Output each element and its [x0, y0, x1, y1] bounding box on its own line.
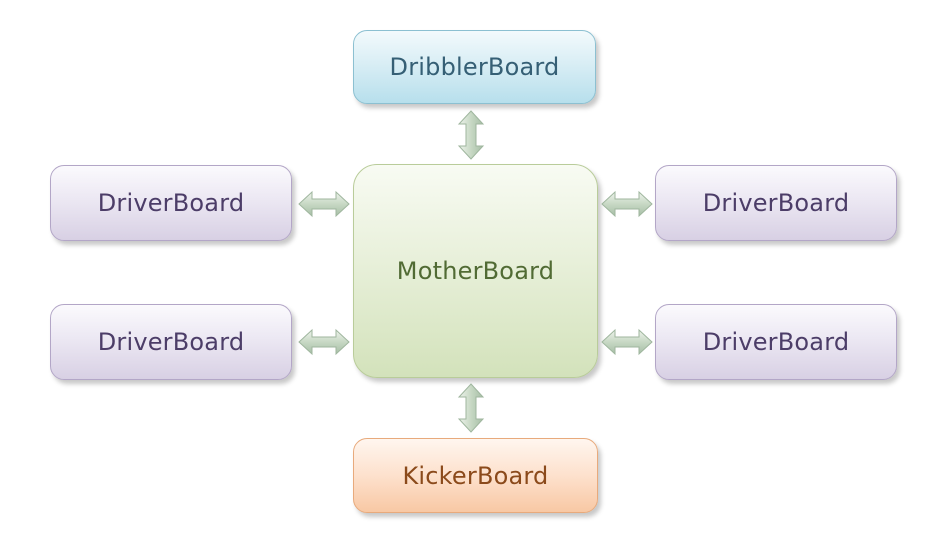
- mother-board-node: MotherBoard: [353, 164, 598, 378]
- arrow-mother-kicker: [457, 383, 485, 433]
- driver-board-node-bottom-left: DriverBoard: [50, 304, 292, 380]
- dribbler-board-node: DribblerBoard: [353, 30, 596, 104]
- driver-board-label: DriverBoard: [97, 328, 245, 356]
- driver-board-label: DriverBoard: [97, 189, 245, 217]
- kicker-board-node: KickerBoard: [353, 438, 598, 513]
- arrow-mother-driver-top-right: [601, 190, 653, 218]
- arrow-mother-driver-bottom-left: [298, 328, 350, 356]
- arrow-mother-dribbler: [457, 110, 485, 160]
- arrow-mother-driver-top-left: [298, 190, 350, 218]
- driver-board-label: DriverBoard: [702, 189, 850, 217]
- driver-board-node-top-left: DriverBoard: [50, 165, 292, 241]
- driver-board-node-top-right: DriverBoard: [655, 165, 897, 241]
- driver-board-node-bottom-right: DriverBoard: [655, 304, 897, 380]
- dribbler-board-label: DribblerBoard: [389, 53, 560, 81]
- arrow-mother-driver-bottom-right: [601, 328, 653, 356]
- mother-board-label: MotherBoard: [396, 257, 555, 285]
- kicker-board-label: KickerBoard: [402, 461, 549, 490]
- driver-board-label: DriverBoard: [702, 328, 850, 356]
